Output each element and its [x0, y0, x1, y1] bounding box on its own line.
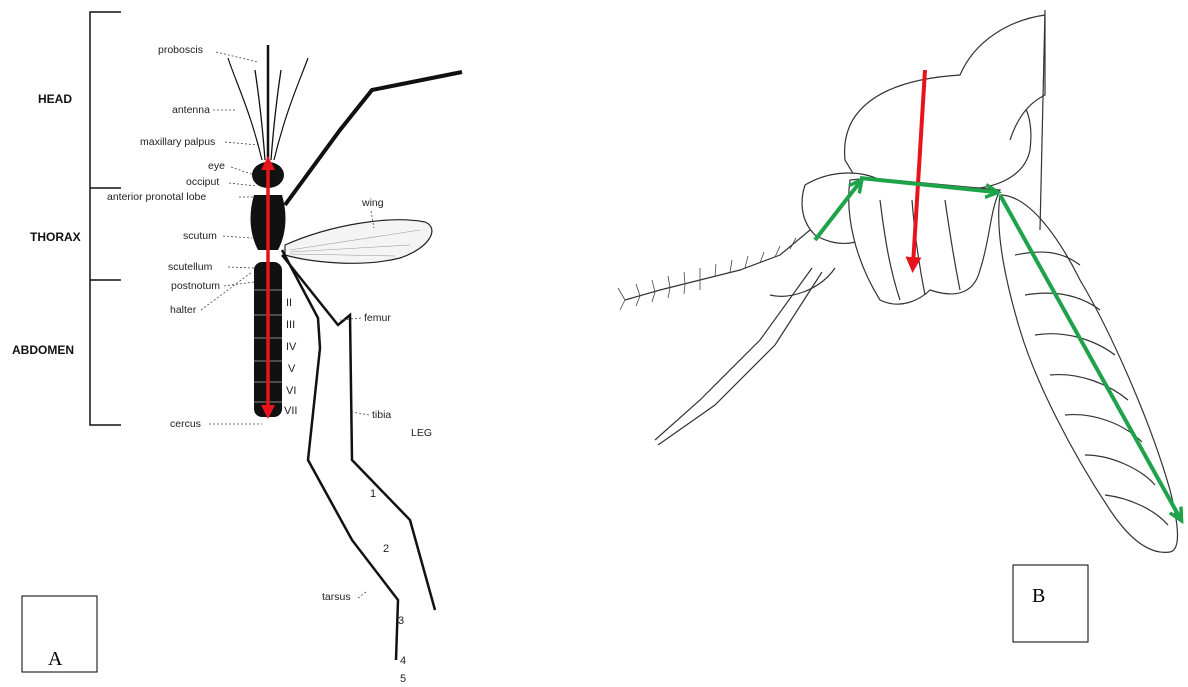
panel-label-box-b: [1013, 565, 1088, 642]
panel-label-b: B: [1032, 585, 1045, 607]
segment-label: IV: [286, 341, 297, 353]
panel-label-a: A: [48, 648, 63, 670]
label-eye: eye: [208, 160, 225, 172]
region-label-abdomen: ABDOMEN: [12, 343, 74, 357]
panel-b: B: [618, 10, 1180, 642]
region-label-head: HEAD: [38, 92, 72, 106]
segment-label: III: [286, 319, 295, 331]
label-scutellum: scutellum: [168, 261, 213, 273]
segment-label: VII: [284, 405, 297, 417]
label-halter: halter: [170, 304, 197, 316]
segment-label: II: [286, 297, 292, 309]
mosquito-dorsal-drawing: [228, 45, 462, 660]
tarsal-number: 3: [398, 615, 404, 627]
panel-a: HEAD THORAX ABDOMEN: [12, 12, 462, 685]
region-label-thorax: THORAX: [30, 230, 81, 244]
label-antenna: antenna: [172, 104, 210, 116]
tarsal-number: 4: [400, 655, 406, 667]
label-wing: wing: [361, 197, 384, 209]
label-cercus: cercus: [170, 418, 201, 430]
label-maxillary-palpus: maxillary palpus: [140, 136, 215, 148]
label-anterior-pronotal-lobe: anterior pronotal lobe: [107, 191, 206, 203]
label-scutum: scutum: [183, 230, 217, 242]
label-occiput: occiput: [186, 176, 219, 188]
tarsal-number: 1: [370, 488, 376, 500]
label-tarsus: tarsus: [322, 591, 351, 603]
label-postnotum: postnotum: [171, 280, 220, 292]
label-proboscis: proboscis: [158, 44, 203, 56]
antenna-hairs: [618, 238, 796, 310]
region-brackets: [90, 12, 121, 425]
mosquito-lateral-drawing: [618, 10, 1178, 552]
label-leg: LEG: [411, 427, 432, 439]
label-femur: femur: [364, 312, 391, 324]
tarsal-number: 2: [383, 543, 389, 555]
tarsal-number: 5: [400, 673, 406, 685]
segment-label: VI: [286, 385, 296, 397]
label-tibia: tibia: [372, 409, 391, 421]
segment-label: V: [288, 363, 296, 375]
